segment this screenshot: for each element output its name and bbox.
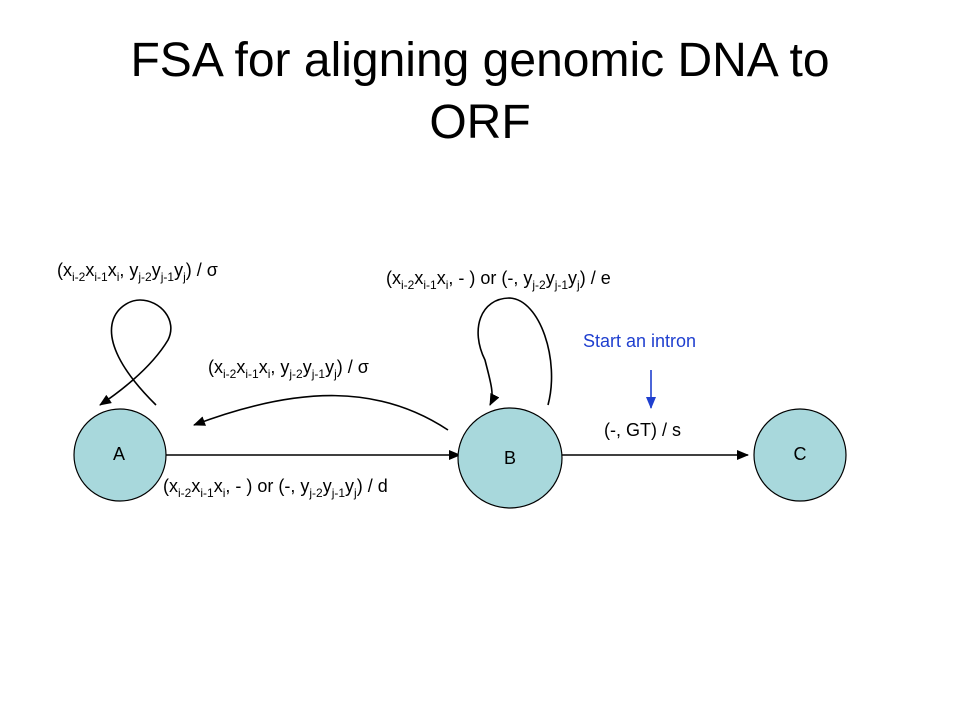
sigma-symbol: σ	[357, 357, 369, 377]
sigma-symbol: σ	[206, 260, 218, 280]
state-a-label: A	[112, 444, 125, 464]
self-loop-a	[99, 299, 172, 406]
edge-b-to-a	[193, 394, 449, 431]
state-c	[753, 408, 847, 502]
label-edge-b-to-c: (-, GT) / s	[604, 420, 681, 440]
intron-annotation: Start an intron	[583, 331, 697, 351]
slide-title: FSA for aligning genomic DNA to ORF	[0, 30, 960, 154]
self-loop-b	[477, 297, 553, 406]
state-b-label: B	[503, 448, 516, 468]
state-c-label: C	[793, 444, 807, 464]
title-line-1: FSA for aligning genomic DNA to	[130, 34, 830, 87]
label-edge-a-to-b: (xi-2xi-1xi, - ) or (-, yj-2yj-1yj) / d	[163, 476, 388, 500]
title-line-2: ORF	[429, 96, 531, 149]
label-b-self-loop: (xi-2xi-1xi, - ) or (-, yj-2yj-1yj) / e	[386, 268, 611, 292]
label-edge-b-to-a: (xi-2xi-1xi, yj-2yj-1yj) / σ	[208, 357, 369, 381]
state-b	[457, 407, 563, 509]
label-a-self-loop: (xi-2xi-1xi, yj-2yj-1yj) / σ	[57, 260, 218, 284]
state-a	[73, 408, 167, 502]
